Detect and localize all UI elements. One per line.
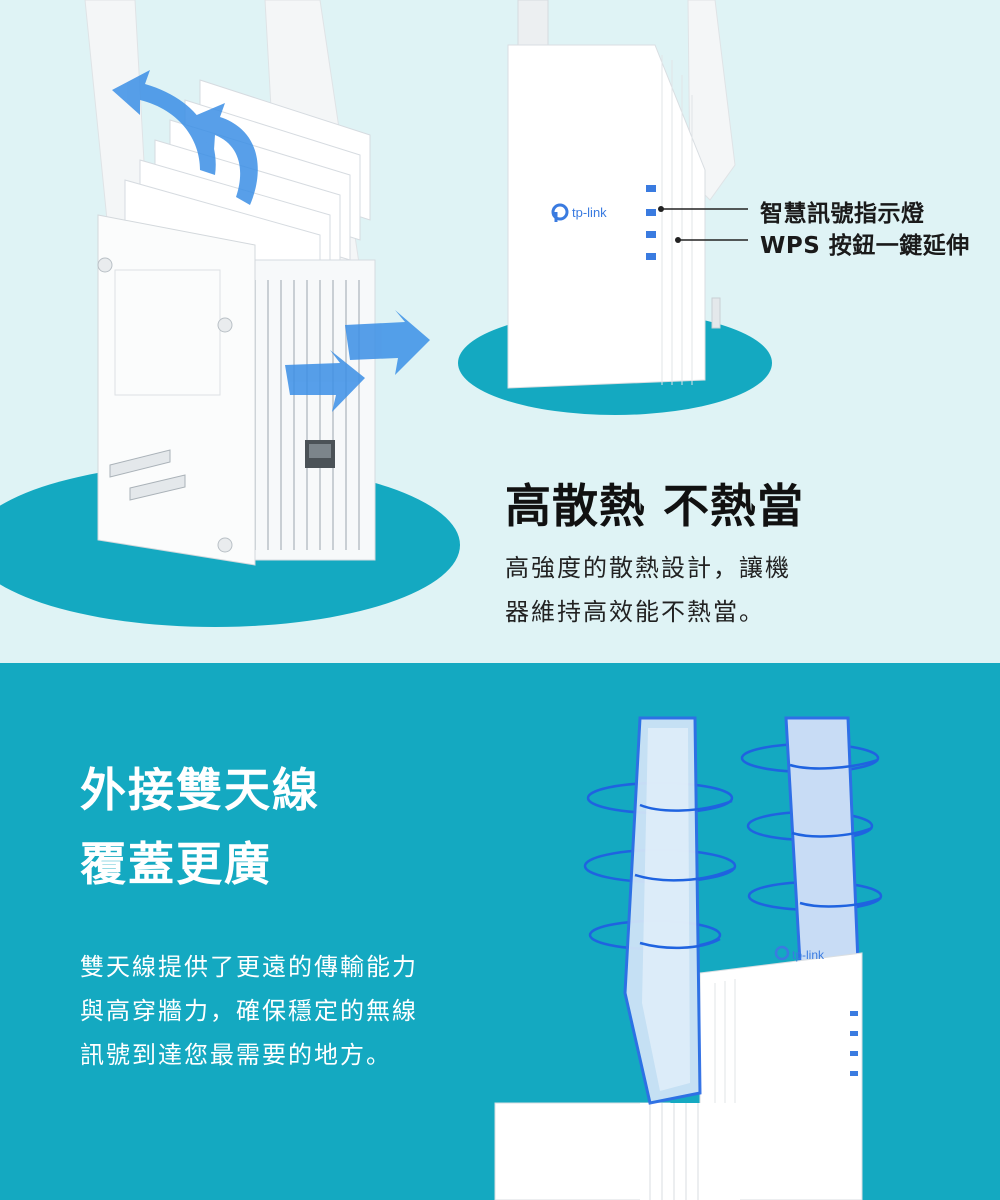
left-device-rear-view (84, 0, 376, 566)
wps-callout-label: WPS 按鈕一鍵延伸 (760, 233, 970, 259)
brand-logo: tp-link (572, 205, 607, 220)
antenna-heading-line1: 外接雙天線 (80, 763, 320, 817)
brand-logo-bottom: tp-link (792, 948, 825, 962)
antenna-heading: 外接雙天線 覆蓋更廣 (80, 753, 320, 901)
right-device-front-view: tp-link (507, 0, 748, 389)
led-callout-label: 智慧訊號指示燈 (760, 201, 925, 227)
cooling-body-line1: 高強度的散熱設計，讓機 (505, 554, 791, 582)
antenna-heading-line2: 覆蓋更廣 (80, 837, 272, 891)
band-2g-led-icon (646, 231, 656, 238)
cooling-illustration: tp-link (0, 0, 772, 627)
cooling-heading: 高散熱 不熱當 (505, 479, 805, 533)
wps-led-icon (646, 209, 656, 216)
airflow-arrow-icon (112, 70, 430, 412)
cooling-body-line2: 器維持高效能不熱當。 (505, 598, 765, 626)
antenna-body-line3: 訊號到達您最需要的地方。 (80, 1041, 392, 1069)
antenna-section: tp-link 外接雙天線 覆蓋更廣 雙天線提供了更遠的傳輸能力 (0, 663, 1000, 1200)
cooling-section: tp-link 智慧訊號指示燈 WPS 按鈕一鍵延伸 高散熱 不熱當 高強度的散… (0, 0, 1000, 663)
power-led-icon (646, 185, 656, 192)
status-leds (646, 185, 656, 260)
cooling-body: 高強度的散熱設計，讓機 器維持高效能不熱當。 (505, 546, 791, 634)
antenna-illustration: tp-link (494, 716, 883, 1200)
power-plug-prongs (109, 449, 186, 501)
antenna-body: 雙天線提供了更遠的傳輸能力 與高穿牆力，確保穩定的無線 訊號到達您最需要的地方。 (80, 945, 418, 1077)
ethernet-port-icon (305, 440, 335, 468)
antenna-body-line1: 雙天線提供了更遠的傳輸能力 (80, 953, 418, 981)
antenna-body-line2: 與高穿牆力，確保穩定的無線 (80, 997, 418, 1025)
band-5g-led-icon (646, 253, 656, 260)
